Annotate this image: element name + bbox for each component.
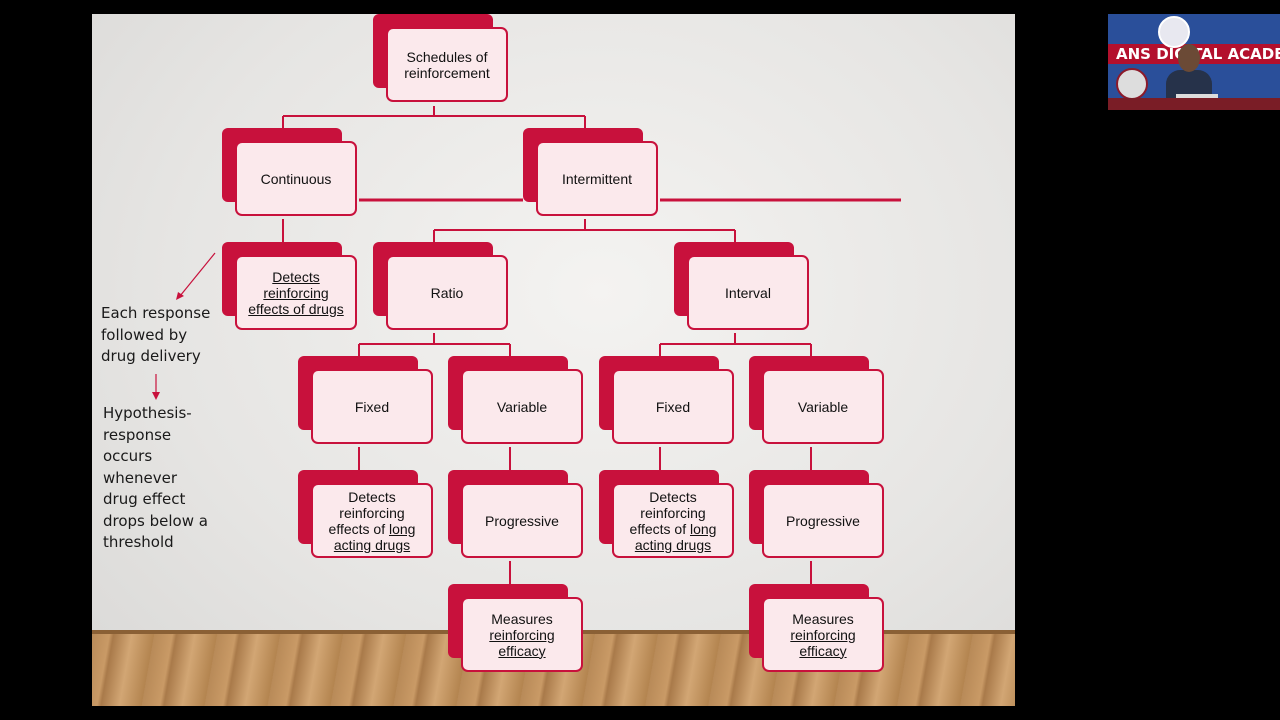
node-box: Fixed [612, 369, 734, 444]
node-ratio-progressive: Progressive [448, 470, 583, 558]
side-note-line: Hypothesis- [103, 404, 192, 422]
node-box: Detects reinforcing effects of long acti… [612, 483, 734, 558]
node-label: Intermittent [561, 170, 633, 187]
node-label-line: long [689, 520, 717, 537]
side-note-hypothesis: Hypothesis- response occurs whenever dru… [103, 403, 208, 554]
node-box: Ratio [386, 255, 508, 330]
node-box: Interval [687, 255, 809, 330]
side-note-each-response: Each response followed by drug delivery [101, 303, 210, 368]
node-label-line: Detects [272, 268, 320, 285]
webcam-feed: ANS DIGITAL ACADEMY [1108, 14, 1280, 110]
node-label-line: effects of [629, 520, 690, 537]
node-interval: Interval [674, 242, 809, 330]
node-label: Variable [797, 398, 849, 415]
node-label-line: effects of drugs [248, 300, 344, 317]
node-label: Continuous [260, 170, 332, 187]
node-label: Variable [496, 398, 548, 415]
node-interval-fixed-description: Detects reinforcing effects of long acti… [599, 470, 734, 558]
side-note-line: drug delivery [101, 347, 201, 365]
node-interval-fixed: Fixed [599, 356, 734, 444]
webcam-floor [1108, 98, 1280, 110]
node-schedules-of-reinforcement: Schedules of reinforcement [373, 14, 508, 102]
node-label: Interval [725, 284, 771, 301]
node-label-line: efficacy [498, 642, 546, 659]
node-label-line: Measures [491, 610, 553, 627]
node-box: Continuous [235, 141, 357, 216]
node-ratio-fixed-description: Detects reinforcing effects of long acti… [298, 470, 433, 558]
node-interval-variable: Variable [749, 356, 884, 444]
side-note-line: whenever [103, 468, 178, 487]
node-continuous-description: Detects reinforcing effects of drugs [222, 242, 357, 330]
node-interval-progressive: Progressive [749, 470, 884, 558]
node-ratio: Ratio [373, 242, 508, 330]
node-box: Measures reinforcing efficacy [461, 597, 583, 672]
node-label: Progressive [786, 512, 860, 529]
node-label-line: acting drugs [333, 536, 411, 553]
node-ratio-fixed: Fixed [298, 356, 433, 444]
side-note-line: drug effect [103, 490, 186, 508]
side-note-line: drops below a [103, 511, 208, 530]
node-label: Fixed [655, 398, 691, 415]
academy-seal-icon [1116, 68, 1148, 100]
node-continuous: Continuous [222, 128, 357, 216]
side-note-line: threshold [103, 533, 174, 551]
node-label-line: acting drugs [634, 536, 712, 553]
academy-logo-icon [1158, 16, 1190, 48]
node-label: Schedules of reinforcement [404, 48, 490, 81]
presenter-head [1178, 44, 1200, 72]
side-note-line: response [103, 425, 172, 444]
side-note-line: followed by [101, 325, 188, 344]
node-label-line: reinforcing [640, 504, 706, 521]
side-note-line: occurs [103, 447, 153, 465]
node-box: Schedules of reinforcement [386, 27, 508, 102]
node-interval-measures: Measures reinforcing efficacy [749, 584, 884, 672]
node-box: Progressive [762, 483, 884, 558]
node-label-line: long [388, 520, 416, 537]
node-label-line: Measures [792, 610, 854, 627]
node-box: Detects reinforcing effects of drugs [235, 255, 357, 330]
node-label-line: Detects [649, 488, 697, 505]
node-ratio-measures: Measures reinforcing efficacy [448, 584, 583, 672]
node-label-line: Detects [348, 488, 396, 505]
node-intermittent: Intermittent [523, 128, 658, 216]
node-label-line: reinforcing [263, 284, 329, 301]
node-label: Fixed [354, 398, 390, 415]
side-note-line: Each response [101, 304, 211, 322]
node-box: Measures reinforcing efficacy [762, 597, 884, 672]
node-box: Variable [461, 369, 583, 444]
slide: Schedules of reinforcement Continuous In… [92, 14, 1015, 706]
node-label-line: reinforcing [489, 626, 555, 643]
node-ratio-variable: Variable [448, 356, 583, 444]
node-label-line: effects of [328, 520, 389, 537]
node-box: Progressive [461, 483, 583, 558]
node-label-line: efficacy [799, 642, 847, 659]
node-label: Ratio [430, 284, 464, 301]
node-box: Fixed [311, 369, 433, 444]
node-label: Progressive [485, 512, 559, 529]
node-label-line: reinforcing [790, 626, 856, 643]
node-box: Variable [762, 369, 884, 444]
node-label-line: reinforcing [339, 504, 405, 521]
node-box: Intermittent [536, 141, 658, 216]
node-box: Detects reinforcing effects of long acti… [311, 483, 433, 558]
